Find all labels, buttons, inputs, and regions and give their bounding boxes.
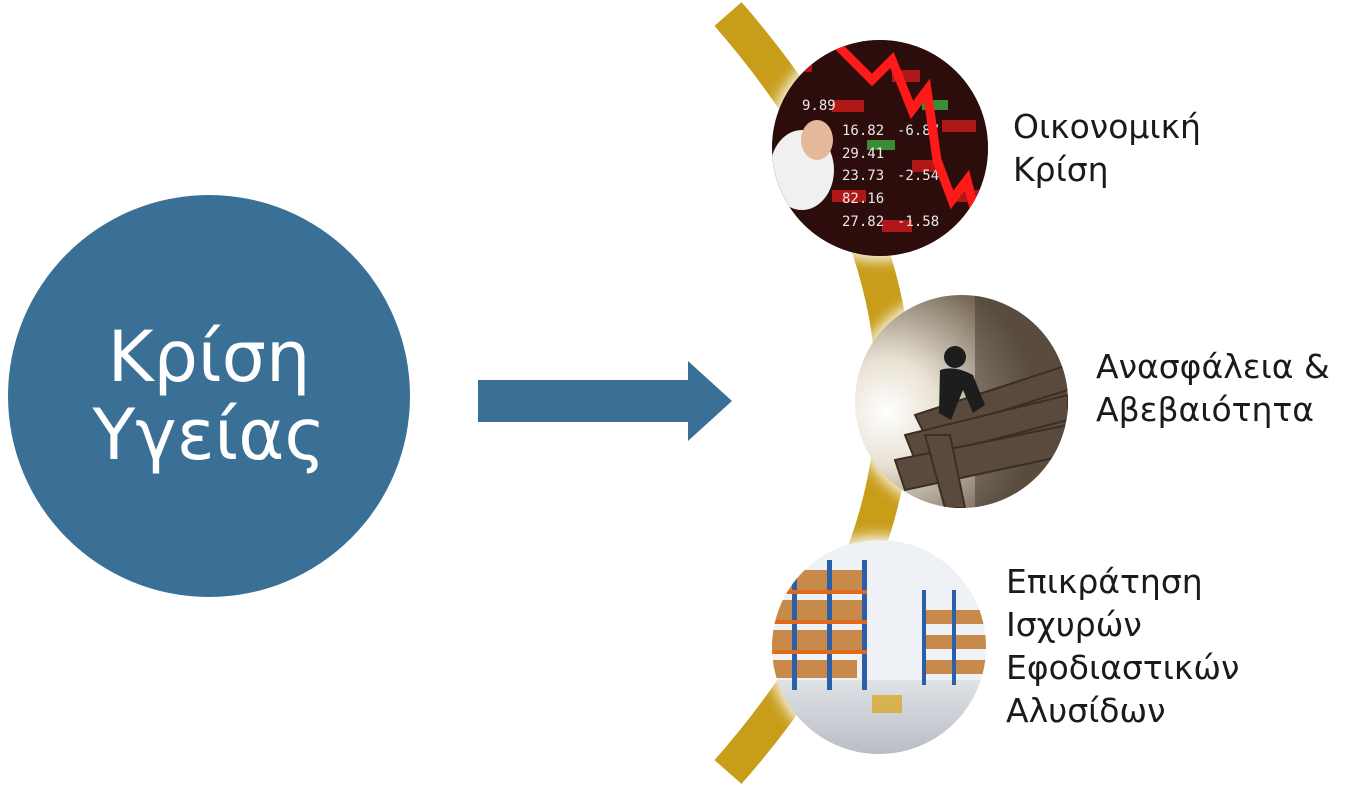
item-label-economic-crisis: Οικονομική Κρίση: [1013, 106, 1201, 192]
main-topic-circle: Κρίση Υγείας: [8, 195, 410, 597]
item-2-line2: Αβεβαιότητα: [1096, 389, 1315, 429]
main-topic-line2: Υγείας: [92, 394, 326, 476]
svg-text:-1.58: -1.58: [897, 214, 939, 230]
warehouse-photo: [772, 540, 986, 754]
svg-text:23.73: 23.73: [842, 168, 884, 184]
item-1-line1: Οικονομική: [1013, 107, 1201, 146]
svg-text:9.89: 9.89: [802, 98, 836, 114]
main-topic-line1: Κρίση: [107, 315, 311, 398]
item-3-line4: Αλυσίδων: [1006, 690, 1166, 730]
item-3-line1: Επικράτηση: [1006, 562, 1203, 601]
svg-text:16.82: 16.82: [842, 123, 884, 139]
item-label-insecurity: Ανασφάλεια & Αβεβαιότητα: [1096, 346, 1330, 432]
item-2-line1: Ανασφάλεια &: [1096, 347, 1330, 386]
svg-text:-2.54: -2.54: [897, 168, 939, 184]
distressed-person-photo: [855, 295, 1068, 508]
stock-market-crash-photo: 9.89 16.82 29.41 23.73 82.16 27.82 -6.87…: [772, 40, 988, 256]
item-3-line3: Εφοδιαστικών: [1006, 647, 1240, 687]
svg-text:27.82: 27.82: [842, 214, 884, 230]
item-3-line2: Ισχυρών: [1006, 604, 1142, 644]
svg-text:29.41: 29.41: [842, 146, 884, 162]
svg-text:82.16: 82.16: [842, 191, 884, 207]
right-arrow-icon: [478, 361, 732, 441]
item-label-supply-chains: Επικράτηση Ισχυρών Εφοδιαστικών Αλυσίδων: [1006, 561, 1239, 733]
item-1-line2: Κρίση: [1013, 149, 1109, 189]
